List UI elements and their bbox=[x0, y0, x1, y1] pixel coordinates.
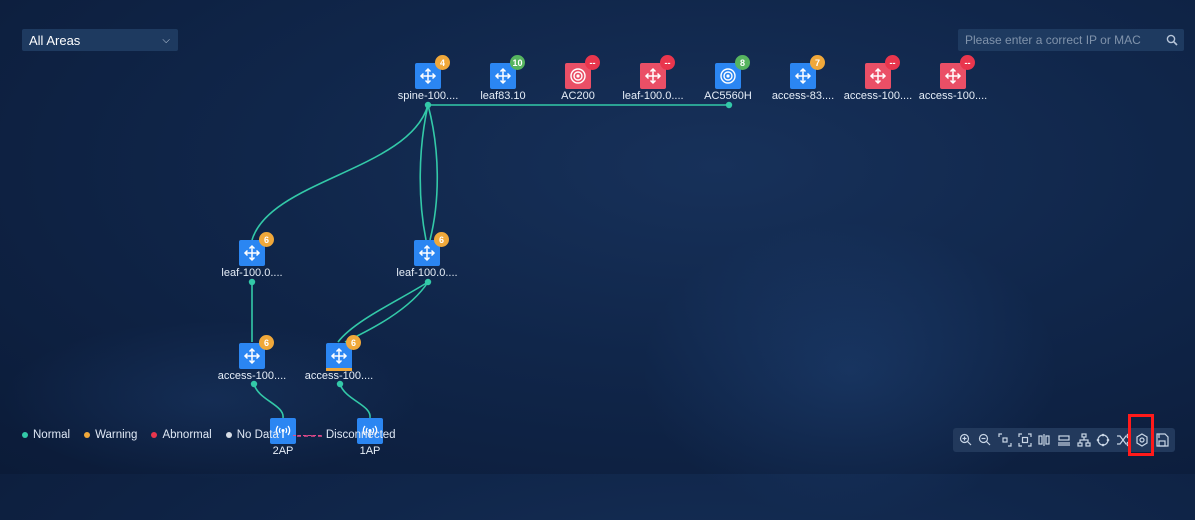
device-label: leaf-100.0.... bbox=[396, 267, 458, 279]
link-access-ap2 bbox=[253, 383, 284, 419]
legend-normal: Normal bbox=[22, 429, 70, 441]
device-node-leaf100a[interactable]: -- leaf-100.0.... bbox=[603, 55, 703, 113]
alarm-count-badge: 6 bbox=[259, 335, 274, 350]
alarm-count-badge: -- bbox=[960, 55, 975, 70]
topology-links bbox=[248, 101, 733, 437]
device-node-leaf8310[interactable]: 10 leaf83.10 bbox=[453, 55, 553, 113]
status-legend: Normal Warning Abnormal No Data Disconne… bbox=[22, 429, 396, 441]
chevron-down-icon: ⌵ bbox=[162, 34, 170, 46]
link-leaf-access-mid-2 bbox=[344, 281, 429, 343]
device-node-access100left[interactable]: 6 access-100.... bbox=[202, 335, 302, 393]
device-label: spine-100.... bbox=[397, 90, 459, 102]
tree-layout-icon[interactable] bbox=[1076, 432, 1092, 448]
area-select-value: All Areas bbox=[29, 32, 81, 48]
legend-no-data: No Data bbox=[225, 429, 279, 441]
device-node-ac5560h[interactable]: 8 AC5560H bbox=[678, 55, 778, 113]
device-node-leaf100left[interactable]: 6 leaf-100.0.... bbox=[202, 232, 302, 290]
alarm-count-badge: 7 bbox=[810, 55, 825, 70]
legend-warning: Warning bbox=[84, 429, 137, 441]
warning-status-bar bbox=[326, 368, 352, 371]
link-access-ap1 bbox=[339, 383, 371, 419]
device-label: leaf83.10 bbox=[480, 90, 526, 102]
alarm-count-badge: 10 bbox=[510, 55, 525, 70]
shuffle-icon[interactable] bbox=[1115, 432, 1131, 448]
access-controller-icon bbox=[565, 63, 591, 89]
link-spine-leaf-right-1 bbox=[419, 104, 429, 241]
device-node-access100mid[interactable]: 6 access-100.... bbox=[289, 335, 389, 393]
port-dot bbox=[248, 278, 256, 286]
alarm-count-badge: -- bbox=[660, 55, 675, 70]
device-node-ac200[interactable]: -- AC200 bbox=[528, 55, 628, 113]
device-label: access-100.... bbox=[843, 90, 913, 102]
switch-icon bbox=[940, 63, 966, 89]
device-node-ap1[interactable]: 1AP bbox=[320, 418, 420, 468]
save-icon[interactable] bbox=[1154, 432, 1170, 448]
alarm-count-badge: 4 bbox=[435, 55, 450, 70]
link-spine-leaf-right-2 bbox=[427, 104, 439, 241]
area-select[interactable]: All Areas ⌵ bbox=[22, 29, 178, 51]
device-label: AC5560H bbox=[704, 90, 752, 102]
alarm-count-badge: 6 bbox=[346, 335, 361, 350]
device-label: access-100.... bbox=[217, 370, 287, 382]
wireless-ap-icon bbox=[357, 418, 383, 444]
box-select-icon[interactable] bbox=[997, 432, 1013, 448]
alarm-count-badge: 8 bbox=[735, 55, 750, 70]
device-label: 2AP bbox=[272, 445, 294, 457]
device-label: access-83.... bbox=[771, 90, 835, 102]
device-node-access83[interactable]: 7 access-83.... bbox=[753, 55, 853, 113]
wireless-ap-icon bbox=[270, 418, 296, 444]
device-label: leaf-100.0.... bbox=[622, 90, 684, 102]
switch-icon bbox=[239, 240, 265, 266]
topology-toolbar bbox=[953, 428, 1175, 452]
device-node-access100a[interactable]: -- access-100.... bbox=[828, 55, 928, 113]
zoom-out-icon[interactable] bbox=[977, 432, 993, 448]
legend-abnormal: Abnormal bbox=[151, 429, 212, 441]
zoom-in-icon[interactable] bbox=[958, 432, 974, 448]
layout-horizontal-icon[interactable] bbox=[1056, 432, 1072, 448]
port-dot bbox=[424, 278, 432, 286]
device-node-access100b[interactable]: -- access-100.... bbox=[903, 55, 1003, 113]
device-label: access-100.... bbox=[304, 370, 374, 382]
alarm-count-badge: 6 bbox=[259, 232, 274, 247]
search-box bbox=[958, 29, 1184, 51]
circle-layout-icon[interactable] bbox=[1095, 432, 1111, 448]
device-label: 1AP bbox=[359, 445, 381, 457]
settings-icon[interactable] bbox=[1134, 432, 1150, 448]
alarm-count-badge: -- bbox=[885, 55, 900, 70]
link-spine-leaf-left bbox=[251, 104, 429, 241]
search-icon[interactable] bbox=[1166, 34, 1178, 46]
port-dot bbox=[424, 101, 432, 109]
legend-disconnected: Disconnected bbox=[292, 429, 396, 441]
device-node-ap2[interactable]: 2AP bbox=[233, 418, 333, 468]
port-dot bbox=[336, 380, 344, 388]
device-label: leaf-100.0.... bbox=[221, 267, 283, 279]
align-icon[interactable] bbox=[1036, 432, 1052, 448]
alarm-count-badge: 6 bbox=[434, 232, 449, 247]
device-label: AC200 bbox=[561, 90, 595, 102]
device-node-spine[interactable]: 4 spine-100.... bbox=[378, 55, 478, 113]
search-input[interactable] bbox=[958, 29, 1165, 51]
device-node-leaf100right[interactable]: 6 leaf-100.0.... bbox=[377, 232, 477, 290]
port-dot bbox=[725, 101, 733, 109]
port-dot bbox=[250, 380, 258, 388]
link-leaf-access-mid-1 bbox=[337, 281, 429, 343]
device-label: access-100.... bbox=[918, 90, 988, 102]
alarm-count-badge: -- bbox=[585, 55, 600, 70]
fit-screen-icon[interactable] bbox=[1017, 432, 1033, 448]
